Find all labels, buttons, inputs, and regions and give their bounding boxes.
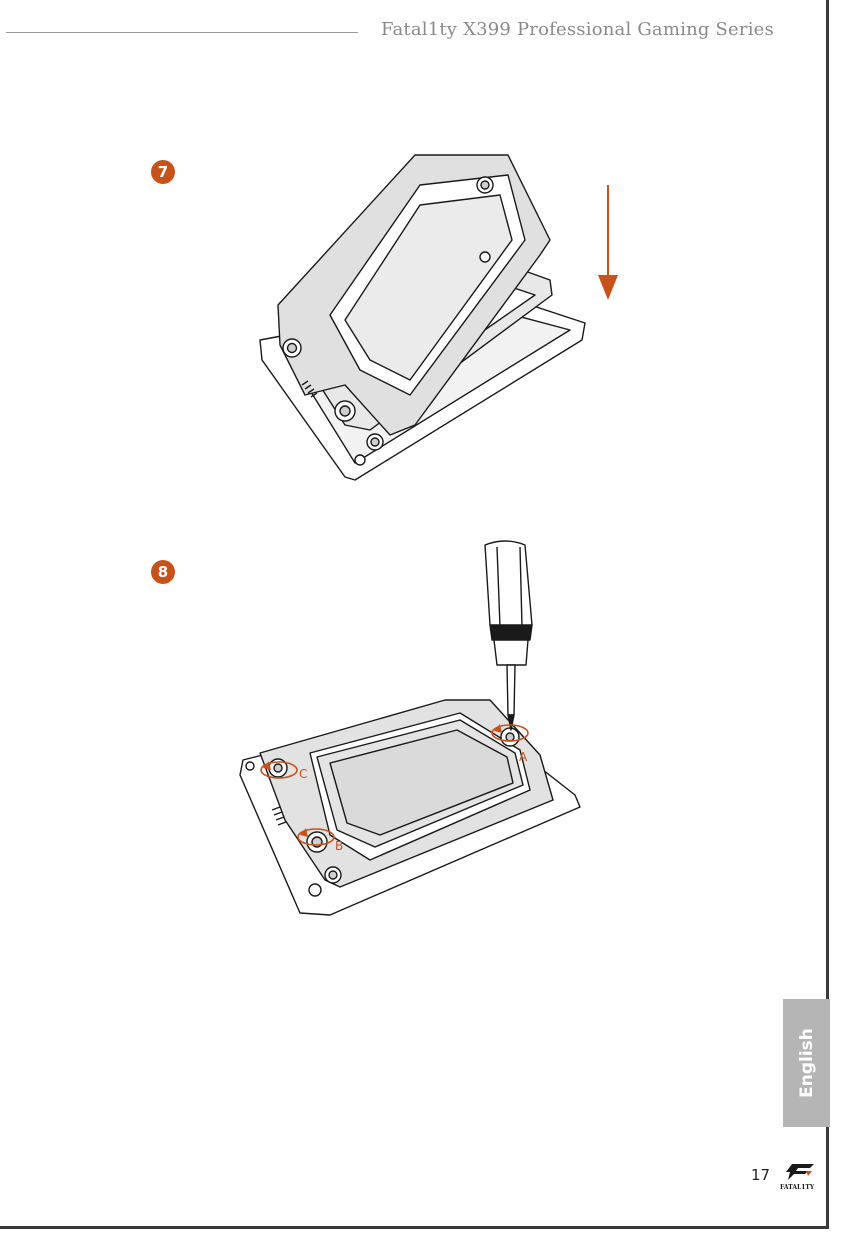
page-border — [0, 0, 829, 1229]
down-arrow-icon — [598, 185, 618, 300]
page-number: 17 — [751, 1166, 771, 1184]
rotate-arrow-icon — [260, 761, 298, 779]
step-7-illustration — [259, 154, 618, 481]
header-rule — [6, 32, 358, 33]
brand-text: FATAL1TY — [780, 1184, 815, 1191]
language-tab[interactable]: English — [783, 999, 830, 1127]
step-8-badge: 8 — [151, 560, 175, 584]
step-7-badge: 7 — [151, 160, 175, 184]
header-title: Fatal1ty X399 Professional Gaming Series — [381, 19, 774, 40]
screwdriver-icon — [484, 540, 533, 731]
step-8-illustration: A B C — [239, 540, 581, 916]
fatal1ty-logo: FATAL1TY — [778, 1162, 822, 1196]
language-tab-label: English — [796, 1028, 817, 1098]
rotate-arrow-icon — [491, 724, 529, 742]
callout-a: A — [519, 750, 528, 764]
rotate-arrow-icon — [297, 828, 335, 846]
callout-c: C — [299, 767, 307, 781]
callout-b: B — [335, 839, 343, 853]
